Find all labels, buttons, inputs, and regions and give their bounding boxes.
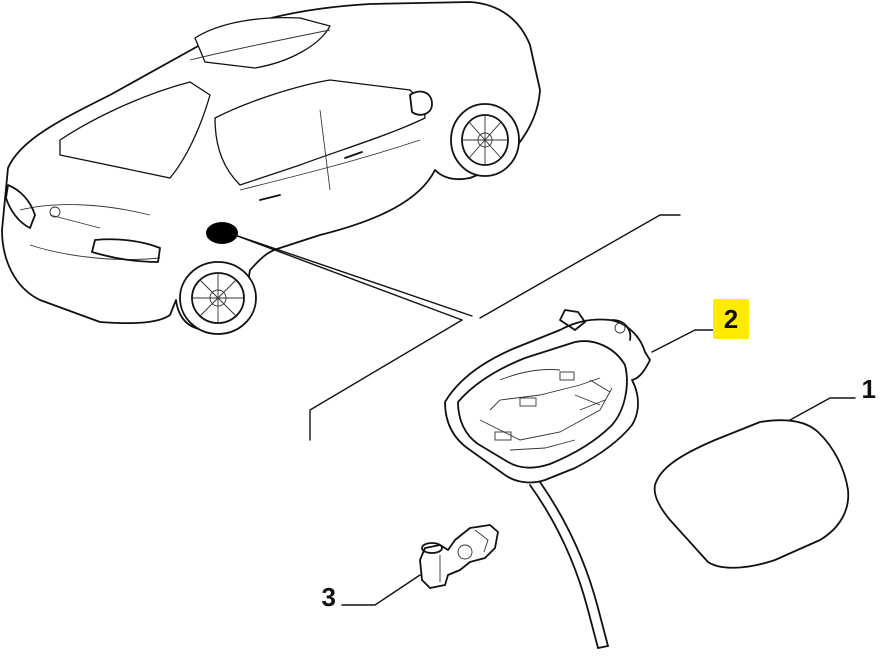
callout-2-label: 2	[724, 304, 738, 334]
rear-window	[59, 81, 211, 179]
callout-1-label: 1	[862, 374, 876, 404]
leader-line-1	[789, 397, 856, 421]
car-illustration	[1, 1, 541, 335]
leader-line-3	[341, 574, 421, 606]
leader-lines	[341, 329, 856, 606]
fuel-door-marker	[206, 222, 238, 244]
door-hinge-actuator-drawing	[419, 524, 499, 589]
callout-1: 1	[862, 374, 876, 404]
rear-wheel	[179, 261, 257, 335]
front-wheel	[450, 103, 520, 177]
callout-3-label: 3	[322, 582, 336, 612]
fuel-filler-housing-drawing	[444, 309, 651, 649]
sunroof	[194, 17, 331, 69]
leader-line-2	[651, 329, 716, 353]
callout-2-highlight	[713, 299, 749, 339]
fuel-door-panel-drawing	[653, 419, 850, 569]
side-window	[214, 79, 426, 186]
zoom-lines	[231, 214, 681, 441]
tail-light-right	[91, 238, 161, 263]
side-mirror	[409, 90, 433, 116]
callout-2: 2	[713, 299, 749, 339]
callout-3: 3	[322, 582, 336, 612]
tail-light-left	[5, 184, 36, 229]
